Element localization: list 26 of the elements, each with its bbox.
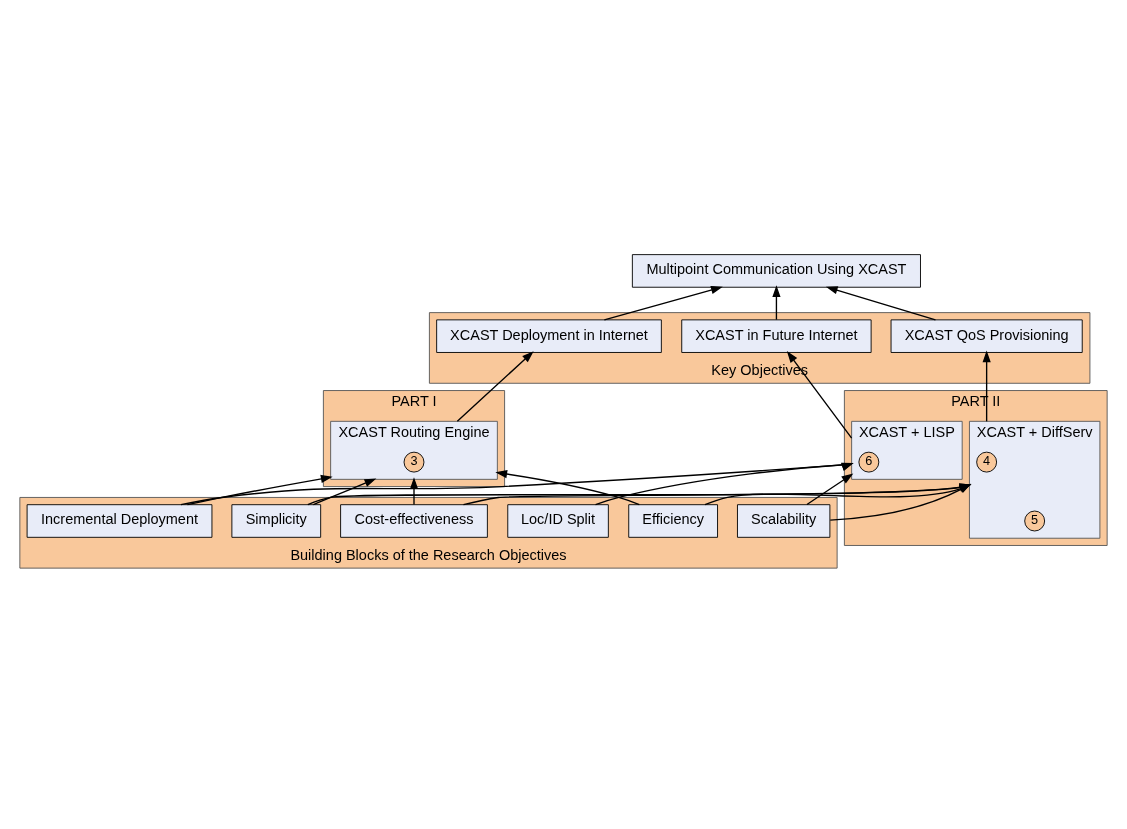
arrow	[495, 469, 640, 505]
arrow	[186, 474, 333, 505]
arrow	[456, 350, 534, 422]
arrow	[180, 462, 854, 505]
node-circle: 6	[858, 451, 880, 473]
node-box: Scalability	[737, 503, 831, 538]
arrow	[772, 284, 781, 320]
node-box: Cost-effectiveness	[340, 503, 488, 538]
arrow	[825, 285, 937, 320]
node-box: XCAST QoS Provisioning	[890, 318, 1083, 353]
arrow	[312, 478, 377, 505]
node-box: XCAST Deployment in Internet	[436, 318, 662, 353]
arrow	[594, 462, 854, 505]
node-box: Incremental Deployment	[26, 503, 213, 538]
node-box: Loc/ID Split	[507, 503, 609, 538]
node-box: Multipoint Communication Using XCAST	[631, 253, 921, 288]
node-circle: 3	[403, 451, 425, 473]
arrow	[806, 472, 854, 505]
node-circle: 5	[1024, 510, 1046, 531]
arrow	[786, 350, 853, 439]
node-box: XCAST in Future Internet	[681, 318, 872, 353]
arrow	[982, 350, 991, 422]
node-box: Efficiency	[628, 503, 718, 538]
node-circle: 4	[976, 451, 998, 473]
arrow	[603, 285, 723, 320]
node-box: Simplicity	[231, 503, 322, 538]
